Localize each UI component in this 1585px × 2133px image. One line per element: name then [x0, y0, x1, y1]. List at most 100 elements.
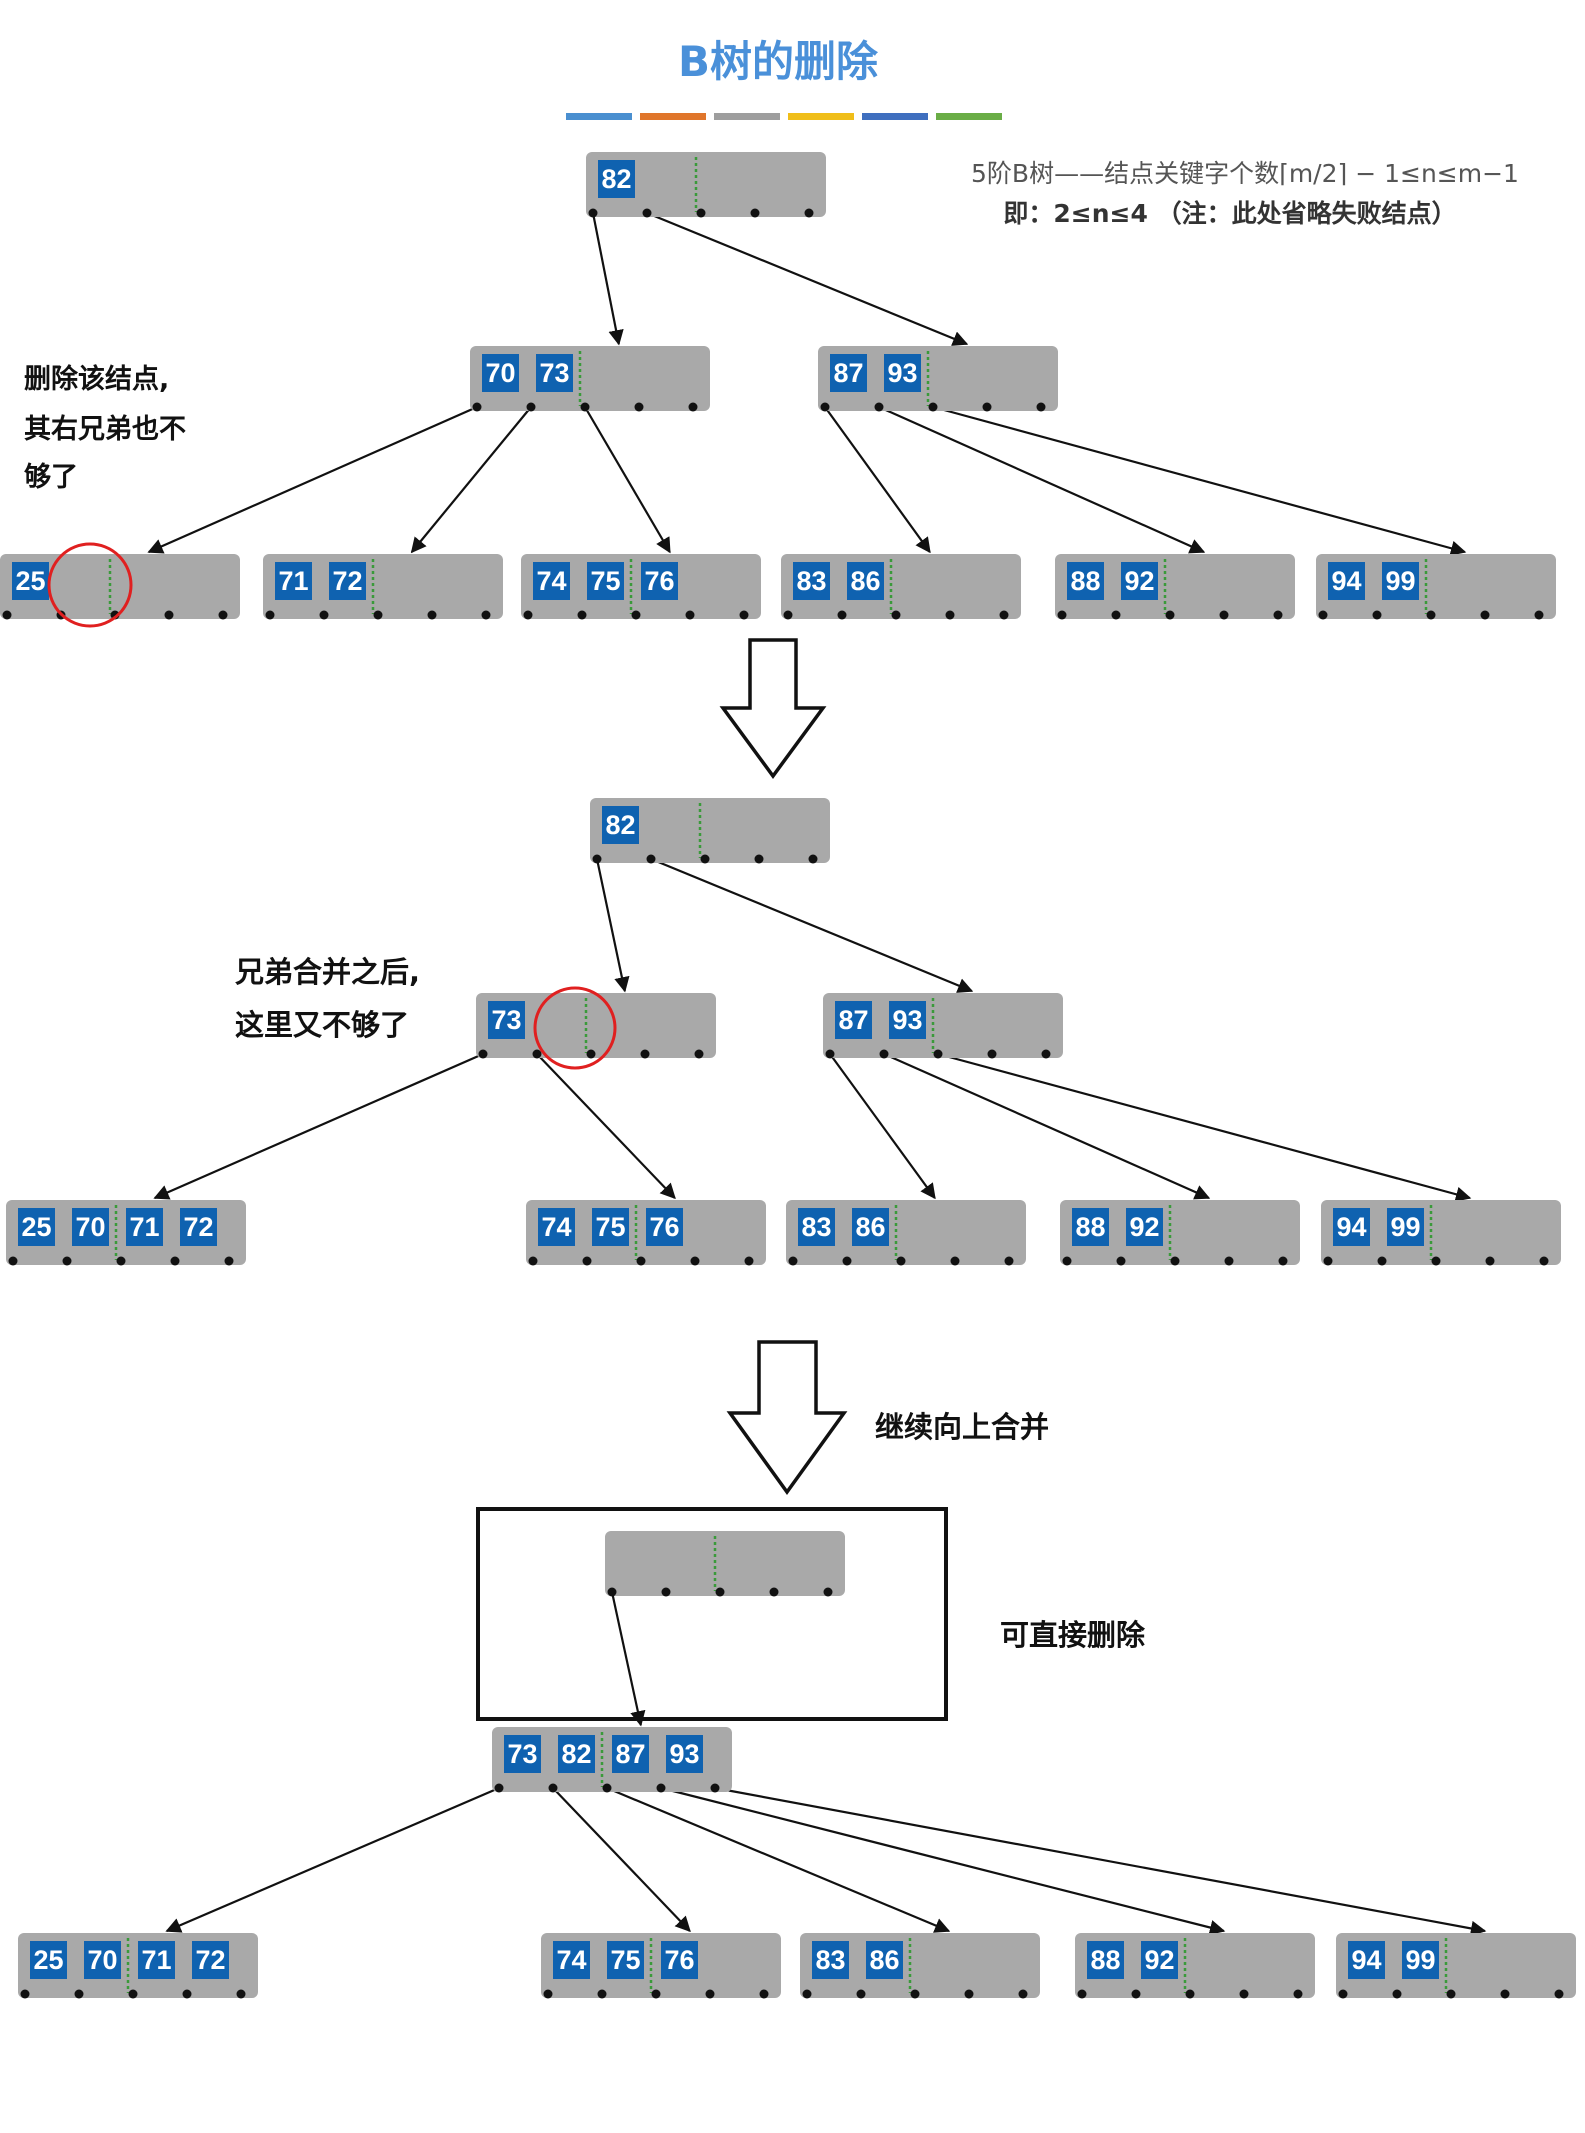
key-box — [587, 562, 624, 600]
key-box — [275, 562, 312, 600]
child-pointer-dot — [548, 1783, 558, 1793]
child-pointer-dot — [636, 1256, 646, 1266]
child-pointer-dot — [582, 1256, 592, 1266]
child-pointer-dot — [804, 208, 814, 218]
key-box — [666, 1735, 703, 1773]
key-label: 99 — [1385, 566, 1415, 596]
empty-slot-highlight-2 — [533, 986, 617, 1070]
child-pointer-dot — [128, 1989, 138, 1999]
key-box — [192, 1941, 229, 1979]
node-body — [605, 1531, 845, 1596]
node-body — [1075, 1933, 1315, 1998]
child-pointer-dot — [640, 1049, 650, 1059]
key-label: 72 — [195, 1945, 225, 1975]
child-pointer-dot — [1480, 610, 1490, 620]
key-box — [553, 1941, 590, 1979]
title-bar-segment — [936, 113, 1002, 120]
tree-edge — [646, 211, 969, 346]
child-pointer-dot — [1377, 1256, 1387, 1266]
key-box — [812, 1941, 849, 1979]
child-pointer-dot — [8, 1256, 18, 1266]
key-label: 73 — [539, 358, 569, 388]
key-box — [558, 1735, 595, 1773]
child-pointer-dot — [945, 610, 955, 620]
key-box — [1067, 562, 1104, 600]
key-label: 25 — [15, 566, 45, 596]
child-pointer-dot — [427, 610, 437, 620]
child-pointer-dot — [543, 1989, 553, 1999]
child-pointer-dot — [1372, 610, 1382, 620]
child-pointer-dot — [750, 208, 760, 218]
btree-node: 73 — [476, 993, 716, 1059]
key-label: 83 — [815, 1945, 845, 1975]
title-bar-segment — [862, 113, 928, 120]
key-label: 72 — [183, 1212, 213, 1242]
node-body — [586, 152, 826, 217]
key-label: 87 — [838, 1005, 868, 1035]
child-pointer-dot — [651, 1989, 661, 1999]
btree-node: 82 — [590, 798, 830, 864]
child-pointer-dot — [528, 1256, 538, 1266]
tree-edge — [660, 1786, 1226, 1936]
child-pointer-dot — [856, 1989, 866, 1999]
child-pointer-dot — [526, 402, 536, 412]
key-label: 94 — [1336, 1212, 1366, 1242]
node-body — [800, 1933, 1040, 1998]
node-body — [1336, 1933, 1576, 1998]
key-label: 94 — [1331, 566, 1361, 596]
tree-edge — [937, 1052, 1472, 1202]
child-pointer-dot — [532, 1049, 542, 1059]
child-pointer-dot — [891, 610, 901, 620]
child-pointer-dot — [744, 1256, 754, 1266]
child-pointer-dot — [820, 402, 830, 412]
key-box — [1402, 1941, 1439, 1979]
key-box — [488, 1001, 525, 1039]
node-body — [823, 993, 1063, 1058]
tree-edge — [591, 212, 624, 346]
key-label: 88 — [1070, 566, 1100, 596]
key-box — [612, 1735, 649, 1773]
key-box — [602, 806, 639, 844]
key-box — [1348, 1941, 1385, 1979]
key-box — [1087, 1941, 1124, 1979]
child-pointer-dot — [1426, 610, 1436, 620]
child-pointer-dot — [769, 1587, 779, 1597]
key-label: 93 — [892, 1005, 922, 1035]
child-pointer-dot — [494, 1783, 504, 1793]
annotation-step1-line1: 删除该结点, — [24, 363, 169, 395]
btree-node — [605, 1531, 845, 1597]
child-pointer-dot — [1018, 1989, 1028, 1999]
key-label: 75 — [590, 566, 620, 596]
child-pointer-dot — [472, 402, 482, 412]
child-pointer-dot — [597, 1989, 607, 1999]
key-box — [1387, 1208, 1424, 1246]
child-pointer-dot — [783, 610, 793, 620]
child-pointer-dot — [788, 1256, 798, 1266]
child-pointer-dot — [1239, 1989, 1249, 1999]
key-box — [1126, 1208, 1163, 1246]
tree-edge — [147, 405, 478, 554]
key-box — [180, 1208, 217, 1246]
annotation-step3: 继续向上合并 — [875, 1410, 1049, 1444]
child-pointer-dot — [1539, 1256, 1549, 1266]
annotation-step1-line2: 其右兄弟也不 — [24, 414, 186, 445]
child-pointer-dot — [164, 610, 174, 620]
child-pointer-dot — [690, 1256, 700, 1266]
child-pointer-dot — [218, 610, 228, 620]
node-body — [470, 346, 710, 411]
key-label: 74 — [556, 1945, 586, 1975]
key-label: 94 — [1351, 1945, 1381, 1975]
child-pointer-dot — [1057, 610, 1067, 620]
child-pointer-dot — [982, 402, 992, 412]
child-pointer-dot — [688, 402, 698, 412]
child-pointer-dot — [1077, 1989, 1087, 1999]
key-box — [661, 1941, 698, 1979]
key-label: 70 — [87, 1945, 117, 1975]
key-label: 92 — [1124, 566, 1154, 596]
key-label: 92 — [1129, 1212, 1159, 1242]
title-bar-segment — [566, 113, 632, 120]
